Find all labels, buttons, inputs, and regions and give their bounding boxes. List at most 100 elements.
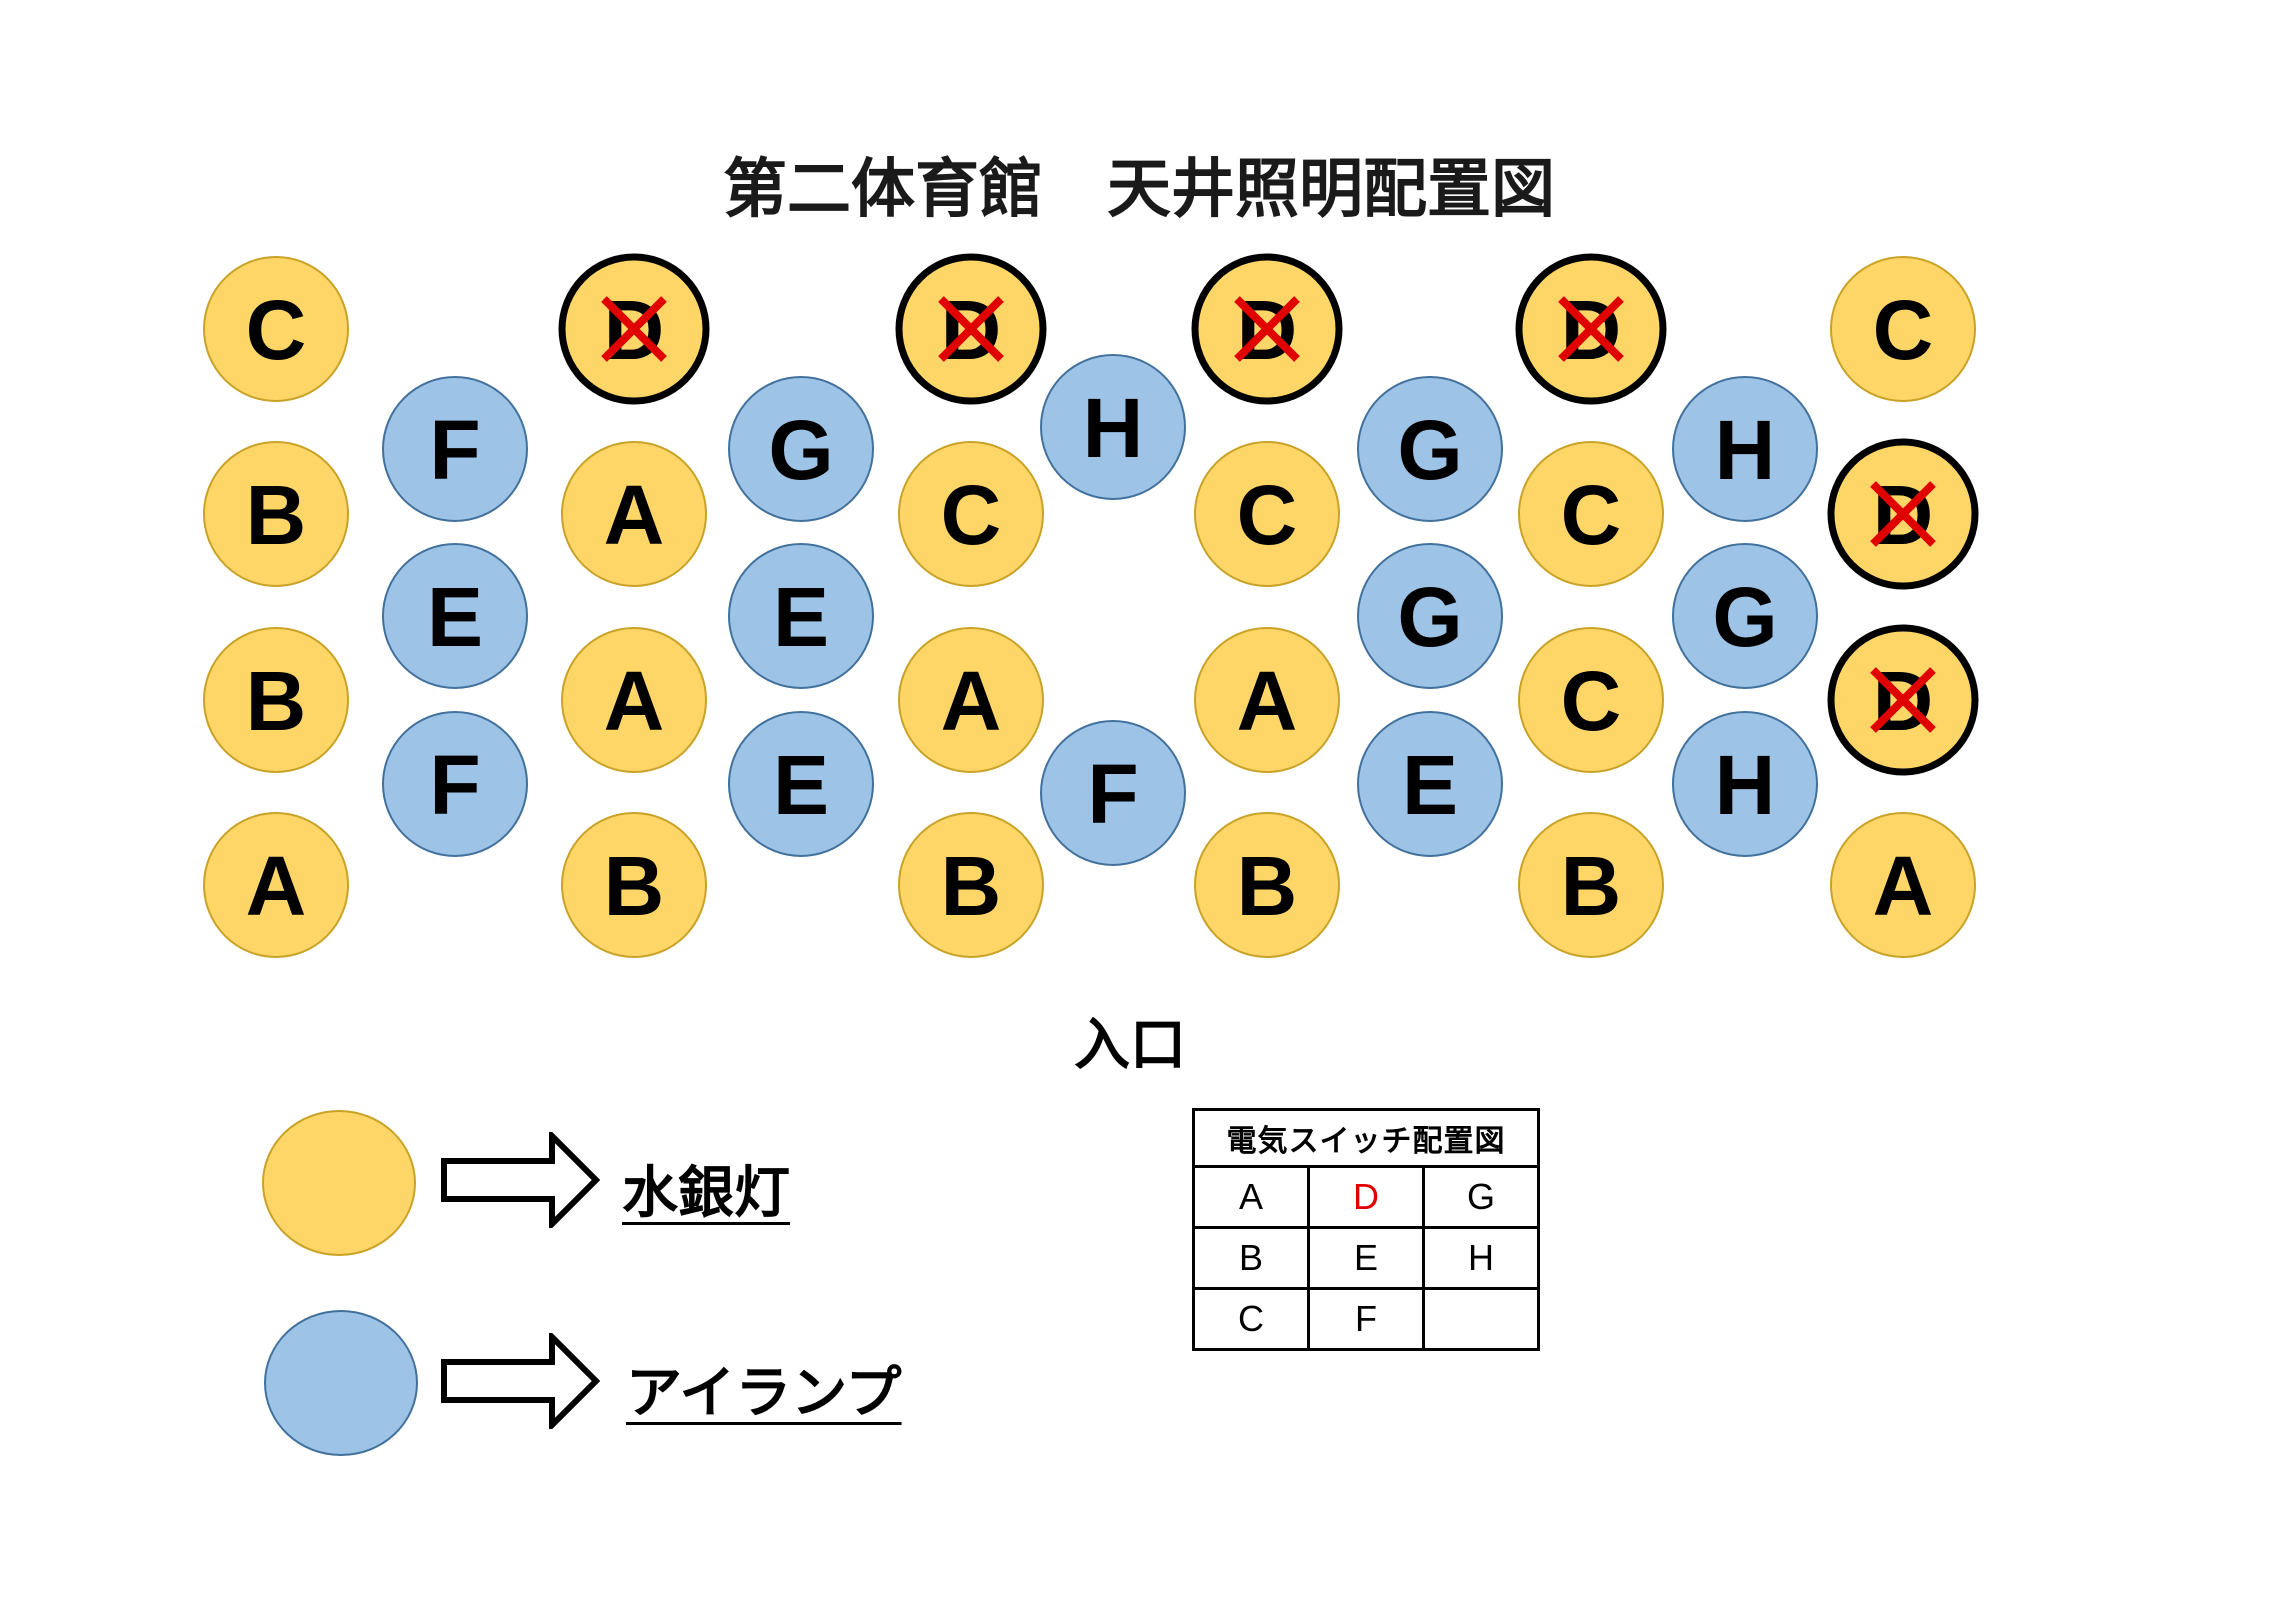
disabled-cross-mark [1234,296,1300,362]
lamp-circle [561,812,707,958]
lamp-circle [561,627,707,773]
table-row: A D G [1192,1165,1540,1229]
lamp-circle [898,441,1044,587]
lamp-circle [1357,376,1503,522]
lamp-label: E [1402,738,1458,832]
lamp-circle [1830,812,1976,958]
entrance-label: 入口 [1074,1013,1186,1078]
lamp-label: B [246,654,307,748]
table-row: B E H [1192,1226,1540,1290]
lamp-label: E [427,570,483,664]
eye-lamp-g: G [1357,543,1503,689]
mercury-lamp-d: D [1827,624,1979,776]
lamp-circle [728,543,874,689]
lamp-label: E [773,738,829,832]
mercury-lamp-a: A [1194,627,1340,773]
mercury-lamp-a: A [561,627,707,773]
page-title: 第二体育館 天井照明配置図 [723,153,1555,227]
mercury-lamp-a: A [203,812,349,958]
lamp-layout: CBBAFEFDAABGEEDCABHFDCABGGEDCCBHGHCDDA [203,253,1979,958]
disabled-cross-mark [938,296,1004,362]
switch-cell: B [1192,1226,1310,1290]
arrow-right-icon [441,1132,600,1228]
lamp-circle [1194,441,1340,587]
lamp-circle [203,627,349,773]
eye-lamp-g: G [1672,543,1818,689]
lamp-circle [898,812,1044,958]
mercury-lamp-c: C [1518,441,1664,587]
mercury-lamp-b: B [1194,812,1340,958]
mercury-lamp-b: B [561,812,707,958]
disabled-cross-mark [1870,667,1936,733]
mercury-lamp-d: D [1827,438,1979,590]
mercury-lamp-a: A [898,627,1044,773]
lamp-circle [1357,543,1503,689]
arrow-right-icon [441,1333,600,1429]
lamp-label: G [1712,570,1777,664]
lamp-label: G [1397,403,1462,497]
lamp-circle [1830,256,1976,402]
switch-cell: A [1192,1165,1310,1229]
lamp-label: A [604,468,665,562]
lamp-label: A [1237,654,1298,748]
lamp-circle [1040,720,1186,866]
lamp-circle [561,441,707,587]
eye-lamp-f: F [382,376,528,522]
eye-lamp-h: H [1672,711,1818,857]
lamp-circle [1518,627,1664,773]
eye-lamp-h: H [1672,376,1818,522]
lamp-label: C [941,468,1002,562]
lamp-circle [1518,441,1664,587]
disabled-cross-mark [601,296,667,362]
switch-cell: F [1307,1287,1425,1351]
switch-cell [1422,1287,1540,1351]
lamp-label: H [1715,403,1776,497]
mercury-lamp-b: B [203,627,349,773]
mercury-lamp-d: D [1515,253,1667,405]
lamp-circle [728,711,874,857]
mercury-lamp-c: C [1194,441,1340,587]
mercury-lamp-d: D [1191,253,1343,405]
mercury-lamp-d: D [895,253,1047,405]
lamp-label: B [246,468,307,562]
mercury-lamp-a: A [561,441,707,587]
eye-lamp-e: E [728,543,874,689]
mercury-lamp-a: A [1830,812,1976,958]
mercury-lamp-legend-label: 水銀灯 [622,1161,790,1226]
mercury-lamp-c: C [1518,627,1664,773]
switch-cell: H [1422,1226,1540,1290]
lamp-label: C [246,283,307,377]
lamp-label: G [1397,570,1462,664]
mercury-lamp-d: D [558,253,710,405]
lamp-label: B [604,839,665,933]
lamp-circle [1672,376,1818,522]
lamp-label: H [1715,738,1776,832]
lamp-circle [1194,627,1340,773]
mercury-lamp-b: B [1518,812,1664,958]
lamp-circle [1357,711,1503,857]
mercury-lamp-b: B [203,441,349,587]
lamp-circle [898,627,1044,773]
lamp-label: E [773,570,829,664]
switch-cell: C [1192,1287,1310,1351]
lamp-circle [382,543,528,689]
lamp-circle [1672,543,1818,689]
disabled-cross-mark [1558,296,1624,362]
lamp-circle [382,711,528,857]
eye-lamp-legend-icon [264,1310,418,1456]
lamp-circle [1518,812,1664,958]
mercury-lamp-c: C [898,441,1044,587]
lamp-circle [1040,354,1186,500]
eye-lamp-e: E [382,543,528,689]
eye-lamp-g: G [1357,376,1503,522]
switch-layout-table: 電気スイッチ配置図 A D G B E H C F [1192,1108,1540,1351]
lamp-label: C [1561,654,1622,748]
lamp-label: A [1873,839,1934,933]
lamp-label: B [1237,839,1298,933]
lamp-label: C [1237,468,1298,562]
lamp-circle [203,441,349,587]
disabled-cross-mark [1870,481,1936,547]
lamp-circle [1194,812,1340,958]
lamp-circle [382,376,528,522]
lamp-circle [203,256,349,402]
